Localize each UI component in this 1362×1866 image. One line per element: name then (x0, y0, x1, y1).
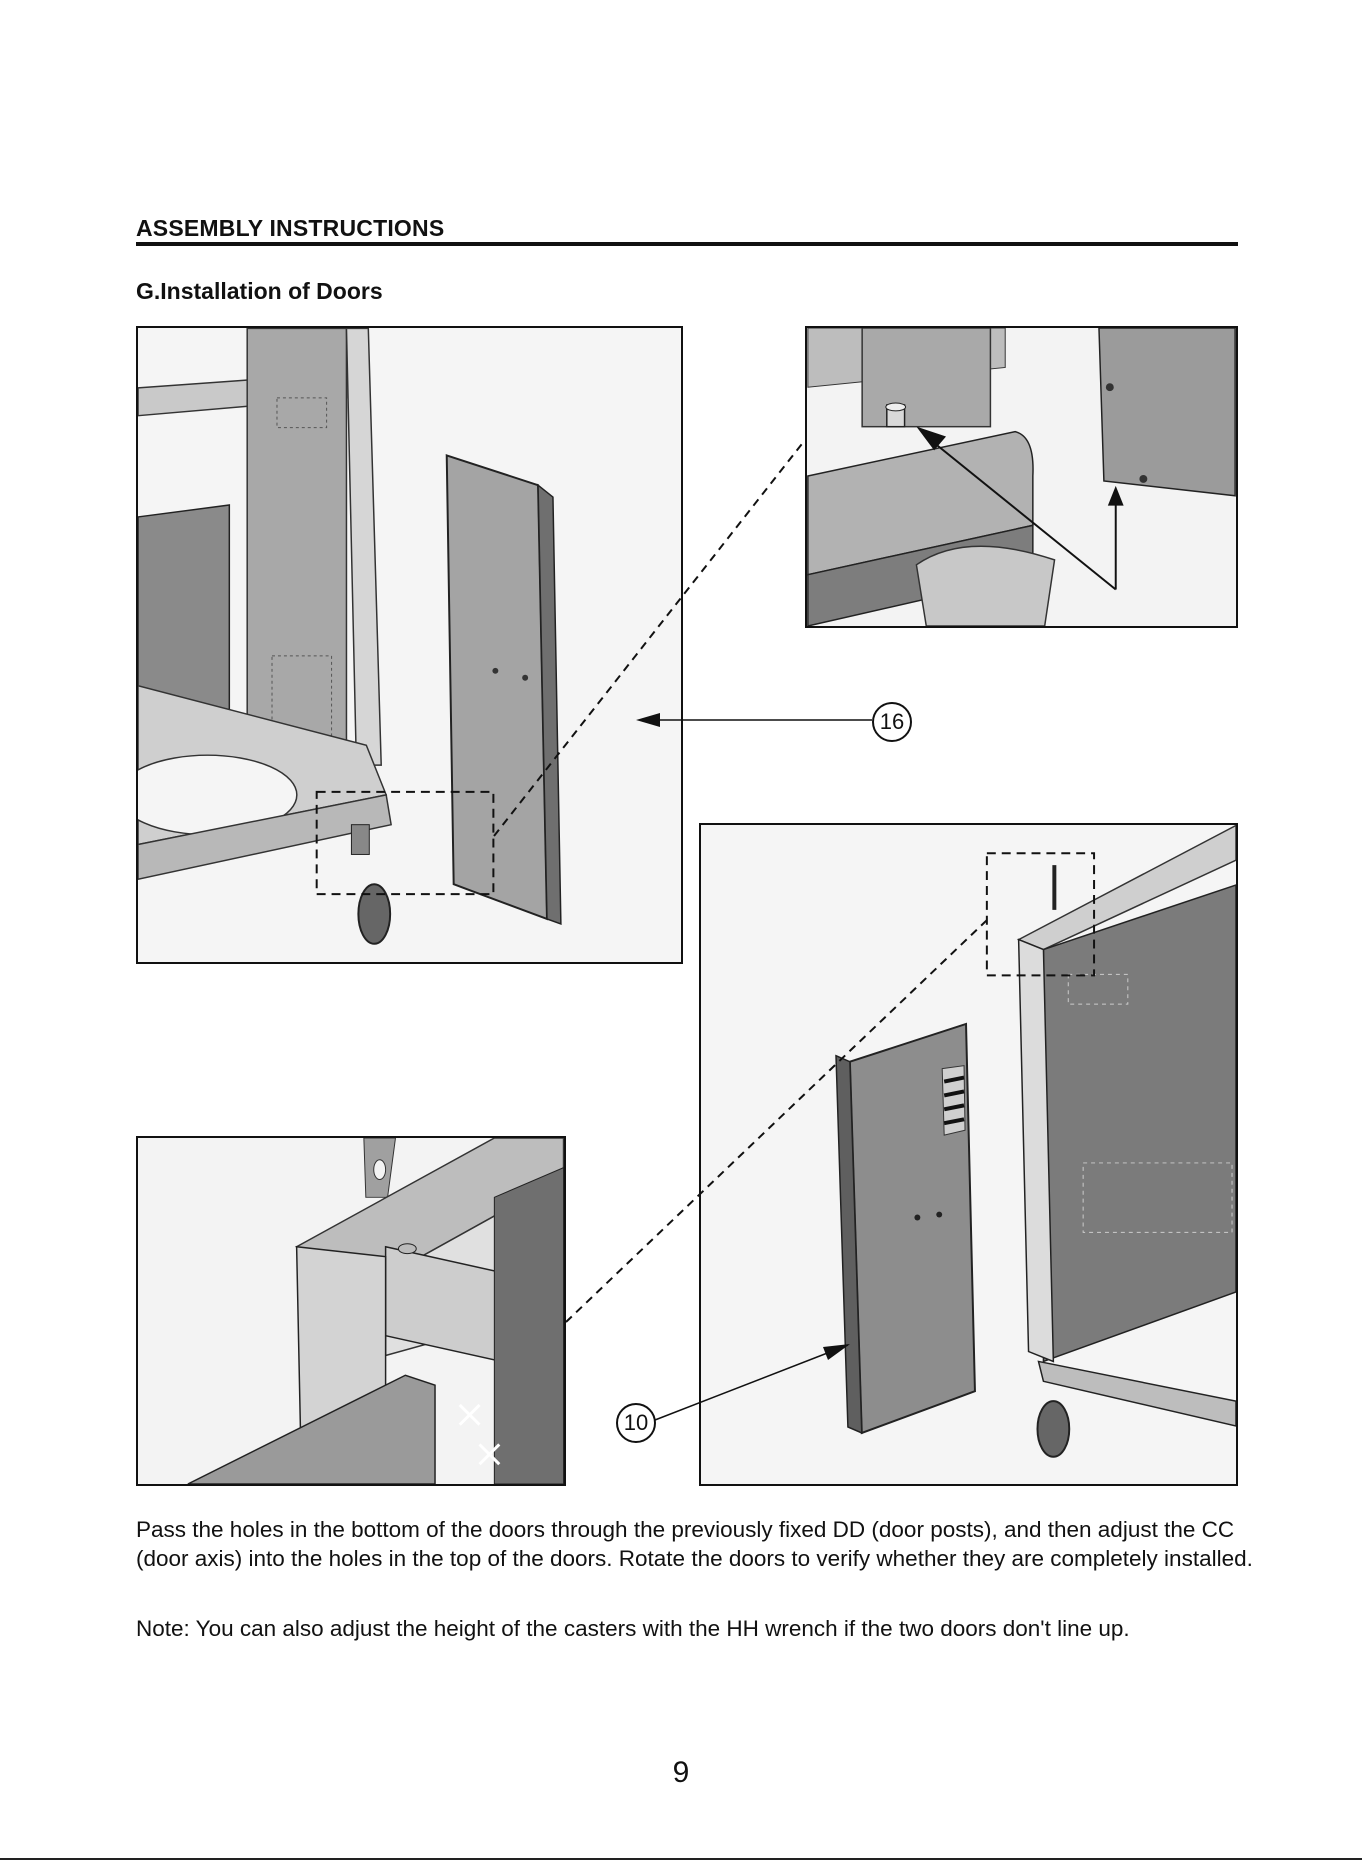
instruction-note-text: Note: You can also adjust the height of … (136, 1616, 1130, 1641)
page-number: 9 (672, 1756, 690, 1789)
door-post-drawing (807, 328, 1236, 626)
section-title: ASSEMBLY INSTRUCTIONS (136, 215, 445, 241)
right-door-drawing (138, 328, 681, 962)
left-door-drawing (701, 825, 1236, 1484)
page-bottom-rule (0, 1858, 1362, 1860)
illustration-left-door-install (699, 823, 1238, 1486)
door-axis-drawing (138, 1138, 564, 1484)
illustration-door-post-detail (805, 326, 1238, 628)
illustration-door-axis-detail (136, 1136, 566, 1486)
subsection-title: G.Installation of Doors (136, 278, 383, 304)
instruction-step-text: Pass the holes in the bottom of the door… (136, 1517, 1253, 1571)
section-title-rule (136, 242, 1238, 246)
callout-part-16: 16 (872, 702, 912, 742)
illustration-right-door-install (136, 326, 683, 964)
callout-part-10: 10 (616, 1403, 656, 1443)
